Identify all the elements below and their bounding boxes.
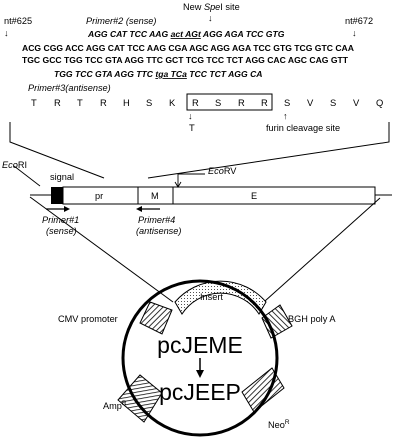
primer1-arrowhead-icon bbox=[64, 206, 70, 212]
primer4-label: Primer#4 bbox=[138, 215, 175, 225]
amino-acid: S bbox=[146, 97, 152, 108]
rsrr-box bbox=[186, 93, 273, 111]
amino-acid: S bbox=[215, 97, 221, 108]
amino-acid: H bbox=[123, 97, 130, 108]
plasmid-backbone bbox=[121, 279, 279, 437]
gene-map: EcoRI signal pr M E EcoRV Primer#1 (sens… bbox=[2, 160, 392, 236]
amp-segment bbox=[117, 374, 163, 423]
amino-acid: R bbox=[192, 97, 199, 108]
amino-acid: S bbox=[284, 97, 290, 108]
conversion-arrowhead-icon bbox=[196, 370, 204, 378]
ecorv-arrowhead-icon bbox=[174, 181, 182, 188]
zoom-bracket bbox=[9, 122, 390, 179]
insert-segment bbox=[174, 280, 267, 315]
amino-acid: R bbox=[100, 97, 107, 108]
ecori-label: EcoRI bbox=[2, 160, 27, 170]
primer2-label: Primer#2 (sense) bbox=[86, 16, 156, 26]
amino-acid: R bbox=[261, 97, 268, 108]
pr-segment-label: pr bbox=[95, 191, 103, 201]
plasmid-name-bottom: pcJEEP bbox=[159, 379, 241, 405]
amino-acid-row: T R T R H S K R S R R S V S V Q bbox=[31, 97, 383, 108]
bgh-polya-label: BGH poly A bbox=[288, 314, 336, 324]
nt-left-arrow-icon: ↓ bbox=[4, 28, 9, 38]
primer4-sub-label: (antisense) bbox=[136, 226, 181, 236]
neo-segment bbox=[241, 367, 285, 413]
amino-acid: T bbox=[31, 97, 37, 108]
primer3-label: Primer#3(antisense) bbox=[28, 83, 111, 93]
mutation-arrow-icon: ↓ bbox=[188, 111, 193, 121]
spe-site-arrow-icon: ↓ bbox=[208, 13, 213, 23]
amino-acid: V bbox=[353, 97, 360, 108]
signal-label: signal bbox=[50, 172, 74, 182]
primer3-sequence: TGG TCC GTA AGG TTC tga TCa TCC TCT AGG … bbox=[54, 69, 262, 79]
primer1-sub-label: (sense) bbox=[46, 226, 77, 236]
amino-acid: T bbox=[77, 97, 83, 108]
bottom-strand-sequence: TGC GCC TGG TCC GTA AGG TTC GCT TCG TCC … bbox=[22, 55, 349, 65]
primer2-sequence: AGG CAT TCC AAG act AGt AGG AGA TCC GTG bbox=[87, 29, 285, 39]
furin-arrow-icon: ↑ bbox=[283, 111, 288, 121]
signal-segment bbox=[51, 187, 63, 204]
plasmid-map: Insert CMV promoter BGH poly A AmpR NeoR… bbox=[58, 279, 336, 437]
spe-site-label: New SpeI site bbox=[183, 2, 240, 12]
sequence-section: nt#625 ↓ nt#672 ↓ Primer#2 (sense) New S… bbox=[4, 2, 383, 133]
bgh-polya-segment bbox=[261, 304, 293, 339]
e-segment bbox=[172, 186, 376, 205]
nt-right-arrow-icon: ↓ bbox=[352, 28, 357, 38]
amino-acid: R bbox=[238, 97, 245, 108]
insert-funnel bbox=[29, 196, 381, 303]
furin-site-label: furin cleavage site bbox=[266, 123, 340, 133]
top-strand-sequence: ACG CGG ACC AGG CAT TCC AAG CGA AGC AGG … bbox=[22, 43, 354, 53]
ecorv-pointer bbox=[177, 173, 205, 186]
amino-acid: S bbox=[330, 97, 336, 108]
mutated-residue: T bbox=[189, 122, 195, 133]
insert-label: Insert bbox=[200, 292, 223, 302]
amp-label: AmpR bbox=[103, 400, 127, 411]
amino-acid: R bbox=[54, 97, 61, 108]
e-segment-label: E bbox=[251, 191, 257, 201]
nt-right-label: nt#672 bbox=[345, 16, 373, 26]
m-segment-label: M bbox=[151, 191, 159, 201]
neo-label: NeoR bbox=[268, 419, 290, 430]
amino-acid: Q bbox=[376, 97, 383, 108]
cmv-promoter-label: CMV promoter bbox=[58, 314, 118, 324]
amino-acid: K bbox=[169, 97, 176, 108]
ecorv-label: EcoRV bbox=[208, 166, 237, 176]
nt-left-label: nt#625 bbox=[4, 16, 32, 26]
amino-acid: V bbox=[307, 97, 314, 108]
primer4-arrowhead-icon bbox=[136, 206, 142, 212]
plasmid-name-top: pcJEME bbox=[157, 332, 243, 358]
cmv-promoter-segment bbox=[139, 301, 173, 335]
ecori-pointer bbox=[13, 165, 41, 187]
